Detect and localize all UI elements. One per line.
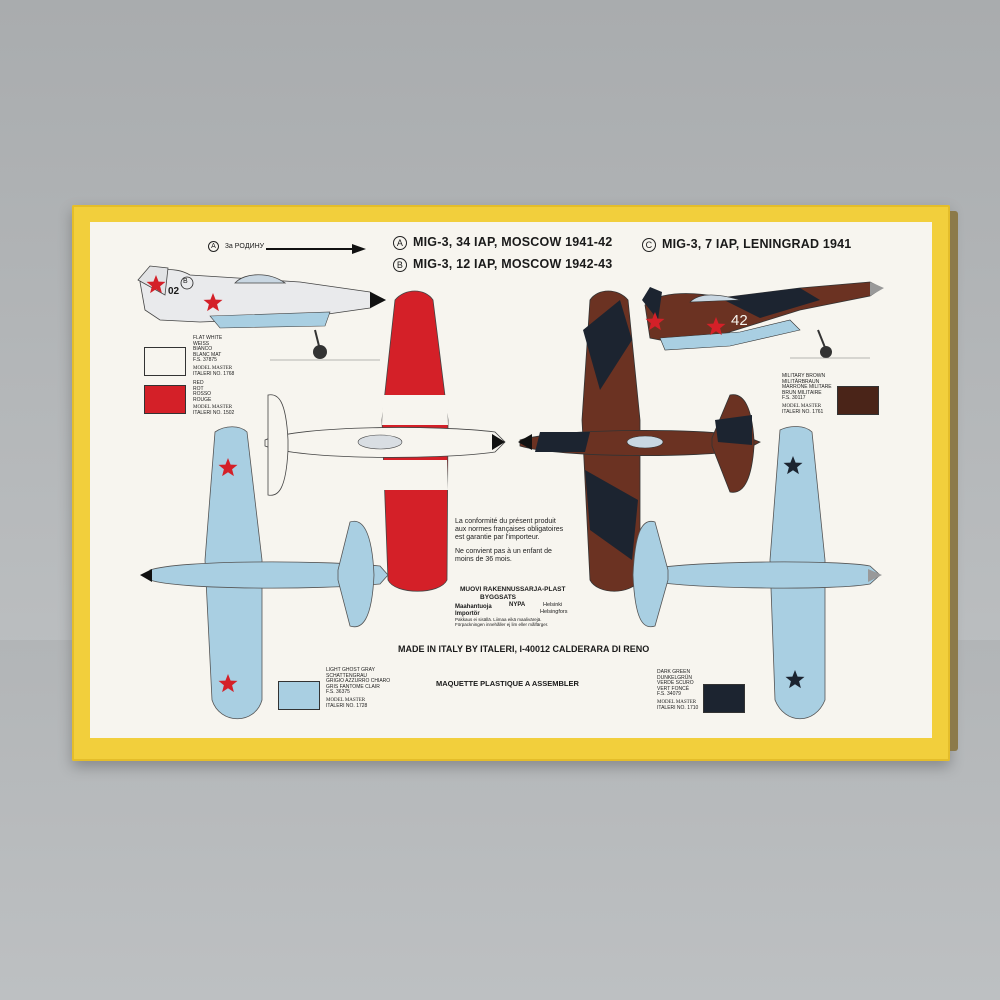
plane-c-code: 42 bbox=[731, 312, 748, 329]
plane-b-marker: B bbox=[183, 278, 188, 285]
importer-city: Helsinki bbox=[543, 602, 563, 608]
maquette-text: MAQUETTE PLASTIQUE A ASSEMBLER bbox=[436, 679, 579, 688]
plane-c-top-view bbox=[518, 290, 761, 592]
plane-a-code: 02 bbox=[168, 286, 180, 297]
importor-label: Importör bbox=[455, 611, 480, 617]
swatch-flat-white bbox=[144, 347, 186, 376]
finnish-title-2: BYGGSATS bbox=[480, 594, 516, 601]
swatch-dark-green bbox=[703, 684, 745, 713]
swatch-red bbox=[144, 385, 186, 414]
importer-label: Maahantuoja bbox=[455, 604, 492, 610]
plane-a-underside-view bbox=[140, 426, 389, 720]
importor-city: Helsingfors bbox=[540, 609, 568, 615]
plane-c-underside-view bbox=[632, 426, 882, 720]
plane-a-top-view bbox=[264, 290, 506, 592]
made-in-italy: MADE IN ITALY BY ITALERI, I-40012 CALDER… bbox=[398, 644, 650, 654]
swedish-note: Förpackningen innehåller ej lim eller må… bbox=[455, 622, 549, 627]
finnish-note: Pakkaus ei sisällä. Liimaa eikä maalivär… bbox=[455, 617, 542, 622]
swatch-military-brown bbox=[837, 386, 879, 415]
swatch-light-ghost-gray bbox=[278, 681, 320, 710]
plane-a-side-view bbox=[137, 265, 386, 359]
finnish-title-1: MUOVI RAKENNUSSARJA-PLAST bbox=[460, 586, 566, 593]
importer-name: NYPA bbox=[509, 602, 526, 608]
plane-c-side-view bbox=[642, 281, 884, 358]
